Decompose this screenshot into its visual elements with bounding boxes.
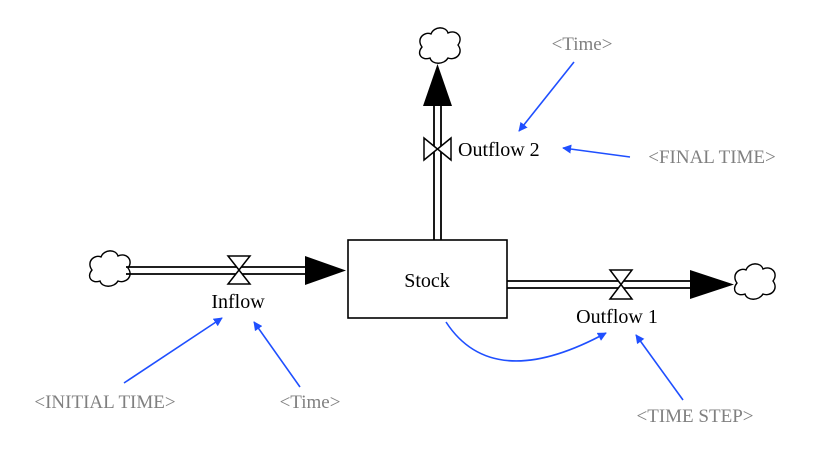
link-time-to-outflow2 bbox=[518, 61, 575, 132]
inflow-label[interactable]: Inflow bbox=[211, 291, 265, 313]
time-top-label[interactable]: <Time> bbox=[552, 34, 613, 55]
cloud-sink-top-icon bbox=[418, 27, 461, 64]
causal-links bbox=[123, 61, 684, 401]
initial-time-label[interactable]: <INITIAL TIME> bbox=[34, 392, 175, 413]
outflow1-arrowhead bbox=[690, 270, 734, 299]
cloud-source-icon bbox=[88, 250, 131, 287]
link-time-to-inflow bbox=[253, 321, 301, 388]
outflow2-arrowhead bbox=[423, 64, 452, 106]
outflow1-label[interactable]: Outflow 1 bbox=[576, 306, 658, 328]
time-bottom-label[interactable]: <Time> bbox=[280, 392, 341, 413]
link-initial-time-to-inflow bbox=[123, 317, 223, 384]
cloud-sink-right-icon bbox=[733, 263, 776, 300]
inflow-pipe bbox=[126, 256, 346, 285]
final-time-label[interactable]: <FINAL TIME> bbox=[648, 147, 776, 168]
outflow1-valve-icon[interactable] bbox=[608, 269, 634, 300]
stock-box[interactable] bbox=[347, 239, 508, 319]
outflow2-valve-icon[interactable] bbox=[423, 136, 452, 162]
time-step-label[interactable]: <TIME STEP> bbox=[637, 406, 754, 427]
outflow2-label[interactable]: Outflow 2 bbox=[458, 139, 540, 161]
link-stock-to-outflow1 bbox=[445, 321, 607, 362]
inflow-valve-icon[interactable] bbox=[226, 255, 252, 285]
inflow-arrowhead bbox=[305, 256, 346, 285]
link-time-step-to-outflow1 bbox=[635, 334, 684, 401]
outflow2-pipe bbox=[423, 64, 452, 240]
link-final-time-to-outflow2 bbox=[562, 144, 631, 158]
outflow1-pipe bbox=[507, 270, 734, 299]
stock-label: Stock bbox=[404, 270, 450, 292]
